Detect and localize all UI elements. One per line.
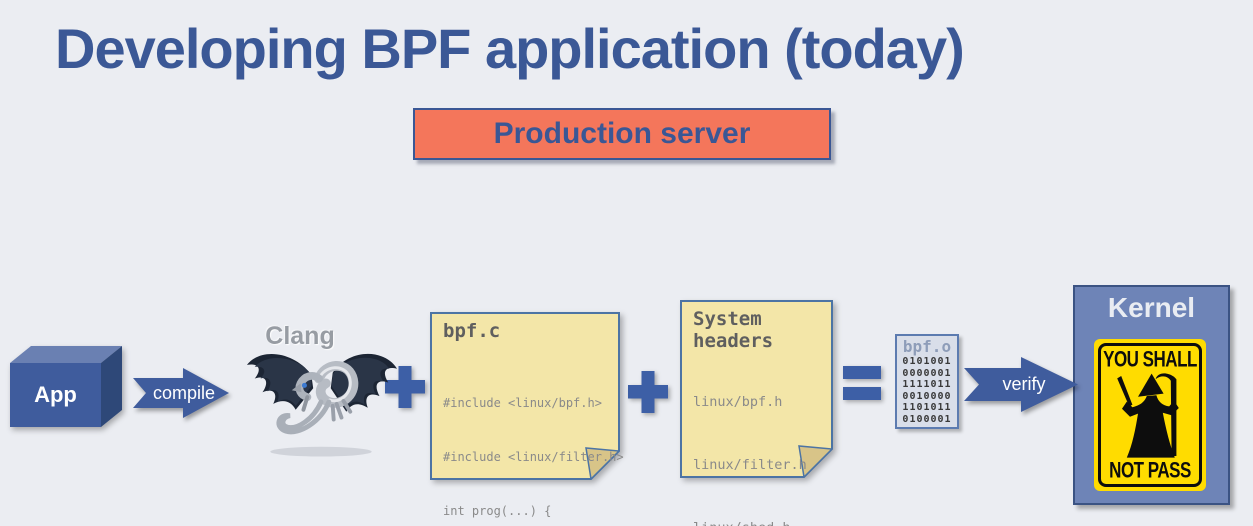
bpf-c-title: bpf.c xyxy=(443,320,501,342)
compile-label: compile xyxy=(152,382,216,403)
bpf-o-box: bpf.o 0101001 0000001 1111011 0010000 11… xyxy=(895,334,959,429)
binary-row: 0010000 xyxy=(902,390,952,402)
code-line: int prog(...) { xyxy=(443,504,552,518)
production-server-label: Production server xyxy=(493,117,751,150)
header-line: linux/shed.h xyxy=(693,518,807,526)
compile-arrow: compile xyxy=(133,368,229,418)
sticky-note-icon xyxy=(430,312,620,480)
sign-bottom-text: NOT PASS xyxy=(1109,458,1191,483)
code-line: #include <linux/filter.h> xyxy=(443,450,624,464)
bpf-c-note: bpf.c #include <linux/bpf.h> #include <l… xyxy=(430,312,624,518)
binary-row: 1111011 xyxy=(902,379,952,390)
sticky-note-icon xyxy=(680,300,833,478)
bpf-c-code: #include <linux/bpf.h> #include <linux/f… xyxy=(443,358,624,526)
app-label: App xyxy=(34,382,77,407)
arrow-right-icon xyxy=(133,368,229,418)
sign-border: YOU SHALL NOT PASS xyxy=(1098,343,1202,487)
you-shall-not-pass-sign: YOU SHALL NOT PASS xyxy=(1094,339,1206,491)
gandalf-wizard-icon xyxy=(1117,372,1179,458)
system-headers-list: linux/bpf.h linux/filter.h linux/shed.h … xyxy=(693,350,807,526)
arrow-right-icon xyxy=(964,357,1078,412)
binary-row: 0100001 xyxy=(902,413,952,425)
plus-icon xyxy=(385,366,425,408)
system-headers-title: System headers xyxy=(693,308,774,352)
header-line: linux/filter.h xyxy=(693,457,807,473)
plus-icon xyxy=(628,371,668,413)
binary-row: 0000001 xyxy=(902,367,952,379)
app-box: App xyxy=(10,346,122,427)
binary-row: 1101011 xyxy=(902,402,952,413)
bpf-o-title: bpf.o xyxy=(902,337,952,356)
kernel-label: Kernel xyxy=(1107,292,1196,323)
binary-row: 0101001 xyxy=(902,356,952,367)
verify-label: verify xyxy=(1002,374,1046,394)
dragon-icon xyxy=(246,353,398,457)
code-line: #include <linux/bpf.h> xyxy=(443,396,602,410)
equals-icon xyxy=(843,366,881,400)
verify-arrow: verify xyxy=(964,357,1078,412)
system-headers-note: System headers linux/bpf.h linux/filter.… xyxy=(680,300,833,526)
clang-dragon-logo xyxy=(243,341,399,459)
slide-title: Developing BPF application (today) xyxy=(55,17,965,80)
header-line: linux/bpf.h xyxy=(693,394,783,410)
sign-top-text: YOU SHALL xyxy=(1103,347,1197,372)
cube-icon xyxy=(10,346,122,427)
kernel-box: Kernel YOU SHALL NOT PASS xyxy=(1073,285,1230,505)
binary-content: 0101001 0000001 1111011 0010000 1101011 … xyxy=(897,356,957,425)
production-server-banner: Production server xyxy=(413,108,831,160)
clang-label: Clang xyxy=(265,322,335,350)
